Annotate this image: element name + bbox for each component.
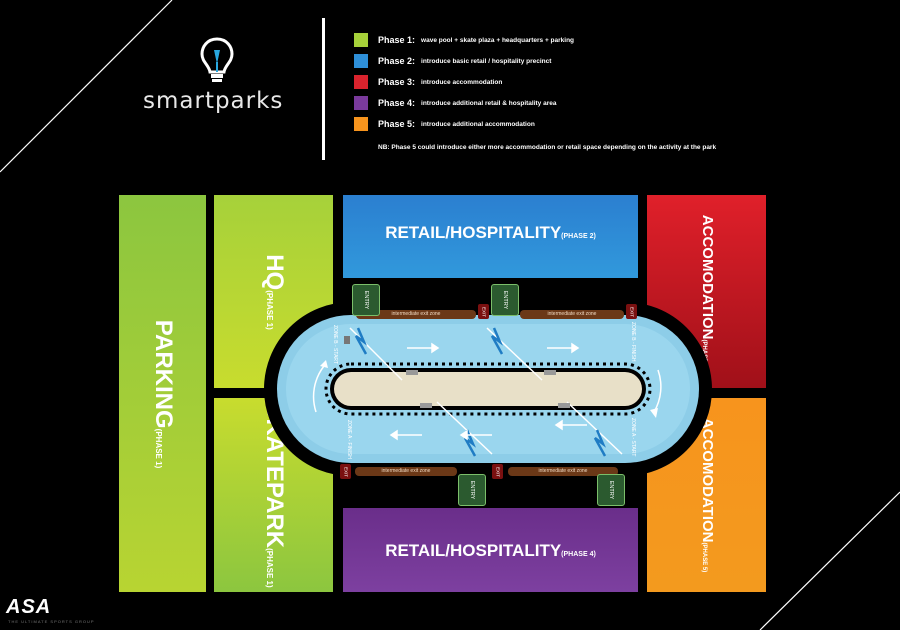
exit-top-right[interactable]: EXIT bbox=[626, 304, 637, 319]
retail-top-block: RETAIL/HOSPITALITY(PHASE 2) bbox=[343, 195, 638, 278]
phase-5-name: Phase 5: bbox=[378, 119, 416, 129]
zone-b-start-label: ZONE B - START bbox=[332, 325, 338, 364]
phase-4-swatch bbox=[354, 96, 368, 110]
legend-note: NB: Phase 5 could introduce either more … bbox=[378, 144, 717, 151]
lightbulb-icon bbox=[200, 37, 234, 82]
zone-a-finish-label: ZONE A - FINISH bbox=[346, 420, 352, 459]
entry-top-right[interactable]: ENTRY bbox=[491, 284, 519, 316]
intermediate-exit-zone-top-left: intermediate exit zone bbox=[356, 310, 476, 319]
phase-5-swatch bbox=[354, 117, 368, 131]
phase-1-description: wave pool + skate plaza + headquarters +… bbox=[421, 36, 575, 44]
legend-item-phase-2: Phase 2: introduce basic retail / hospit… bbox=[354, 54, 551, 68]
retail-top-label: RETAIL/HOSPITALITY(PHASE 2) bbox=[385, 223, 596, 242]
intermediate-exit-zone-bottom-right: intermediate exit zone bbox=[508, 467, 618, 476]
phase-1-name: Phase 1: bbox=[378, 35, 416, 45]
parking-block: PARKING(PHASE 1) bbox=[119, 195, 206, 592]
phase-3-description: introduce accommodation bbox=[421, 78, 503, 86]
legend-item-phase-3: Phase 3: introduce accommodation bbox=[354, 75, 502, 89]
phase-3-swatch bbox=[354, 75, 368, 89]
phase-5-description: introduce additional accommodation bbox=[421, 120, 535, 128]
phase-4-description: introduce additional retail & hospitalit… bbox=[421, 99, 557, 107]
legend-item-phase-1: Phase 1: wave pool + skate plaza + headq… bbox=[354, 33, 574, 47]
legend-item-phase-4: Phase 4: introduce additional retail & h… bbox=[354, 96, 556, 110]
zone-a-start-label: ZONE A - START bbox=[630, 418, 636, 457]
exit-bottom-left[interactable]: EXIT bbox=[340, 464, 351, 479]
asa-tagline: THE ULTIMATE SPORTS GROUP bbox=[8, 619, 95, 624]
wave-pool-track bbox=[264, 302, 712, 476]
retail-bottom-label: RETAIL/HOSPITALITY(PHASE 4) bbox=[385, 541, 596, 560]
header-divider bbox=[322, 18, 325, 160]
entry-bottom-left[interactable]: ENTRY bbox=[458, 474, 486, 506]
parking-label: PARKING(PHASE 1) bbox=[149, 319, 177, 468]
entry-top-left[interactable]: ENTRY bbox=[352, 284, 380, 316]
zone-b-finish-label: ZONE B - FINISH bbox=[630, 322, 636, 362]
phase-2-name: Phase 2: bbox=[378, 56, 416, 66]
exit-bottom-right[interactable]: EXIT bbox=[492, 464, 503, 479]
intermediate-exit-zone-top-right: intermediate exit zone bbox=[520, 310, 624, 319]
intermediate-exit-zone-bottom-left: intermediate exit zone bbox=[355, 467, 457, 476]
brand-name: smartparks bbox=[143, 88, 284, 114]
entry-bottom-right[interactable]: ENTRY bbox=[597, 474, 625, 506]
phase-2-swatch bbox=[354, 54, 368, 68]
phase-3-name: Phase 3: bbox=[378, 77, 416, 87]
phase-2-description: introduce basic retail / hospitality pre… bbox=[421, 57, 552, 65]
legend-item-phase-5: Phase 5: introduce additional accommodat… bbox=[354, 117, 535, 131]
exit-top-left[interactable]: EXIT bbox=[478, 304, 489, 319]
retail-bottom-block: RETAIL/HOSPITALITY(PHASE 4) bbox=[343, 508, 638, 592]
asa-logo: ASA bbox=[6, 596, 52, 618]
phase-1-swatch bbox=[354, 33, 368, 47]
phase-4-name: Phase 4: bbox=[378, 98, 416, 108]
